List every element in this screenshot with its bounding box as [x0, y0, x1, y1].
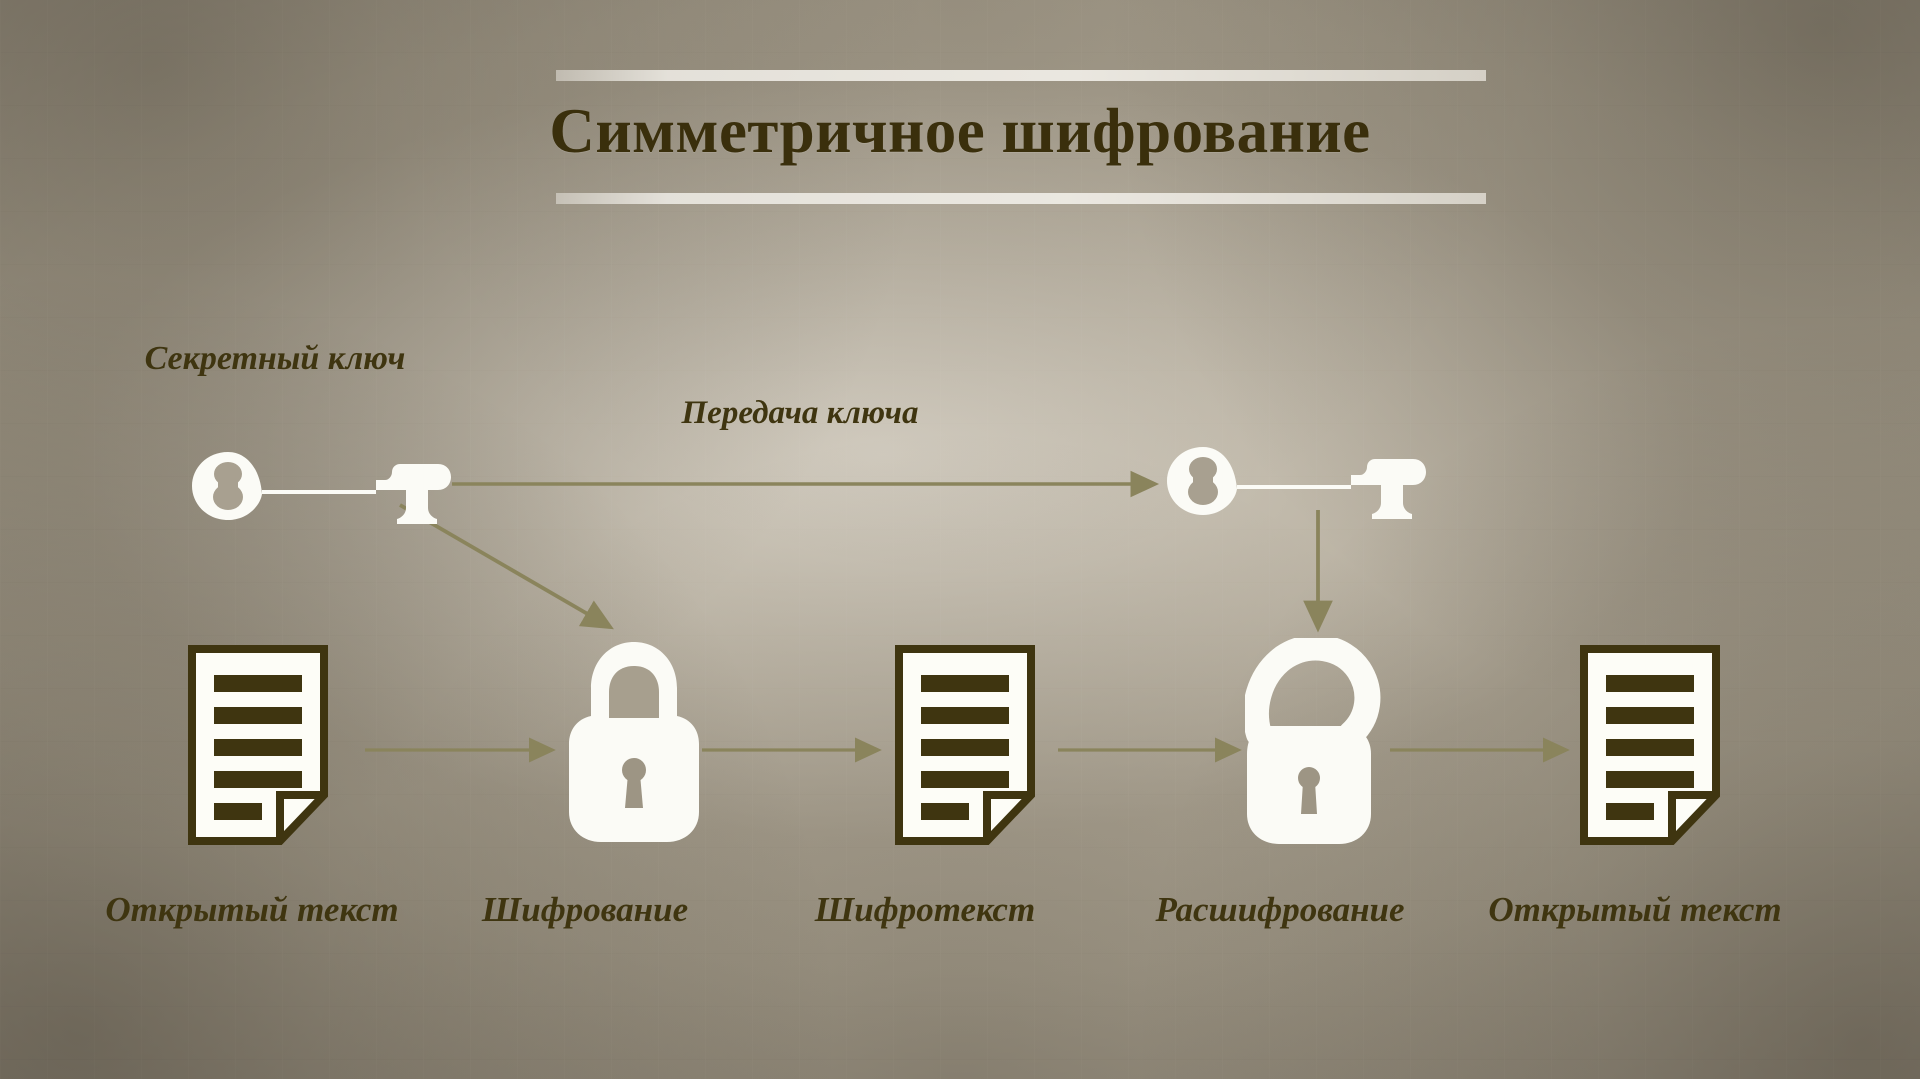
document-icon	[895, 645, 1035, 845]
key-icon	[190, 448, 452, 524]
key-icon	[1165, 443, 1427, 519]
label-plaintext-right: Открытый текст	[1488, 890, 1782, 929]
label-plaintext-left: Открытый текст	[105, 890, 399, 929]
padlock-open-icon	[1245, 638, 1397, 846]
label-encryption: Шифрование	[481, 890, 689, 929]
key-to-lock-arrow	[399, 503, 614, 630]
label-ciphertext: Шифротекст	[814, 890, 1036, 929]
title-bottom-rule	[556, 193, 1486, 204]
label-key-transfer: Передача ключа	[681, 395, 919, 431]
label-decryption: Расшифрование	[1155, 890, 1405, 929]
title-top-rule	[556, 70, 1486, 81]
padlock-closed-icon	[565, 640, 703, 844]
page-title: Симметричное шифрование	[549, 96, 1371, 166]
document-icon	[188, 645, 328, 845]
label-secret-key: Секретный ключ	[144, 340, 406, 377]
document-icon	[1580, 645, 1720, 845]
